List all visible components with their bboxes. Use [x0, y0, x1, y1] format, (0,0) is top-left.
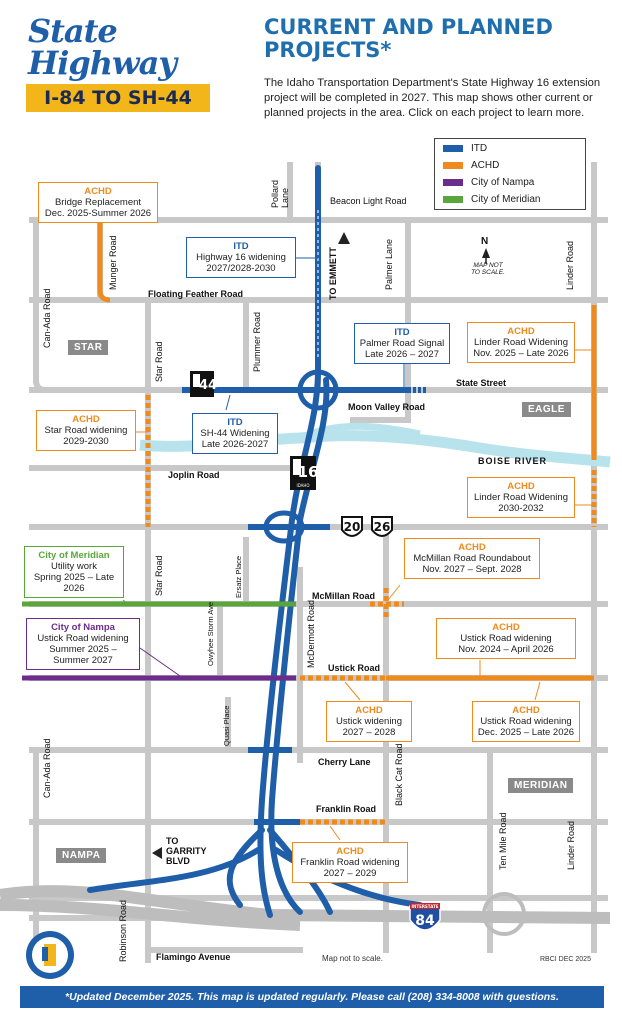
label-moon-valley: Moon Valley Road [348, 402, 426, 412]
label-star-road-south: Star Road [154, 555, 164, 596]
legend-nampa: City of Nampa [443, 174, 585, 190]
label-linder-north: Linder Road [565, 240, 575, 290]
label-boise-river: BOISE RIVER [478, 456, 548, 466]
us26-shield-number: 26 [374, 520, 391, 534]
sh16-shield: 16 IDAHO [290, 456, 318, 490]
i84-shield-number: 84 [415, 913, 435, 929]
label-mcdermott: McDermott Road [306, 599, 316, 668]
us20-shield: 20 [341, 516, 363, 537]
label-can-ada-north: Can-Ada Road [42, 288, 52, 348]
sh16-shield-number: 16 [298, 463, 319, 481]
sh16-shield-idaho: IDAHO [296, 483, 309, 488]
label-to-emmett: TO EMMETT [328, 247, 338, 300]
label-owyhee: Owyhee Storm Ave [206, 601, 215, 666]
label-ustick: Ustick Road [328, 663, 381, 673]
label-ten-mile: Ten Mile Road [498, 812, 508, 870]
label-floating-feather: Floating Feather Road [148, 289, 244, 299]
label-plummer: Plummer Road [252, 311, 262, 372]
label-flamingo: Flamingo Avenue [156, 952, 231, 962]
label-pollard: Pollard Lane [270, 179, 290, 208]
label-can-ada-south: Can-Ada Road [42, 738, 52, 798]
legend-meridian: City of Meridian [443, 191, 585, 207]
map-legend: ITD ACHD City of Nampa City of Meridian [434, 138, 586, 210]
label-black-cat: Black Cat Road [394, 743, 404, 806]
label-mcmillan: McMillan Road [312, 591, 376, 601]
logo-route-bar: I-84 TO SH-44 [26, 84, 210, 112]
intro-text: The Idaho Transportation Department's St… [264, 77, 601, 119]
label-map-not-scale: Map not to scale. [322, 954, 383, 963]
i84-shield-label: INTERSTATE [412, 904, 439, 909]
legend-nampa-swatch [443, 178, 463, 186]
sh16-logo: State Highway 16 I-84 TO SH-44 [22, 14, 212, 116]
city-eagle: EAGLE [522, 402, 571, 417]
page-title: CURRENT AND PLANNED PROJECTS* [264, 15, 553, 62]
label-palmer: Palmer Lane [384, 238, 394, 290]
us26-shield: 26 [371, 516, 393, 537]
i84-freeway [0, 885, 611, 931]
sh44-shield: 44 [190, 371, 217, 397]
label-to-garrity: TO GARRITY BLVD [166, 836, 207, 866]
logo-line1: State [28, 12, 118, 50]
city-meridian: MERIDIAN [508, 778, 574, 793]
label-franklin: Franklin Road [316, 804, 377, 814]
label-quasi: Quasi Place [222, 705, 231, 746]
us20-shield-number: 20 [344, 520, 361, 534]
legend-meridian-swatch [443, 195, 463, 203]
city-star: STAR [68, 340, 109, 355]
i84-shield: INTERSTATE 84 [409, 903, 441, 931]
label-robinson: Robinson Road [118, 899, 128, 962]
label-state-street: State Street [456, 378, 507, 388]
label-ersatz: Ersatz Place [234, 555, 243, 598]
itd-seal [26, 931, 74, 979]
sh44-shield-number: 44 [199, 378, 217, 393]
map-credit: RBCI DEC 2025 [540, 956, 591, 963]
achd-projects [97, 220, 597, 825]
label-linder-south: Linder Road [566, 820, 576, 870]
label-star-road-north: Star Road [154, 341, 164, 382]
footer-banner: *Updated December 2025. This map is upda… [20, 986, 604, 1008]
legend-itd: ITD [443, 140, 585, 156]
label-cherry: Cherry Lane [318, 757, 371, 767]
label-beacon-light: Beacon Light Road [330, 196, 407, 206]
label-munger: Munger Road [108, 235, 118, 290]
sh16-corridor [87, 165, 423, 918]
legend-itd-swatch [443, 144, 463, 152]
legend-achd: ACHD [443, 157, 585, 173]
legend-achd-swatch [443, 161, 463, 169]
city-nampa: NAMPA [56, 848, 107, 863]
label-joplin: Joplin Road [168, 470, 220, 480]
label-map-not-to-scale: MAP NOT TO SCALE. [471, 262, 505, 276]
north-arrow-label: N [481, 236, 489, 247]
